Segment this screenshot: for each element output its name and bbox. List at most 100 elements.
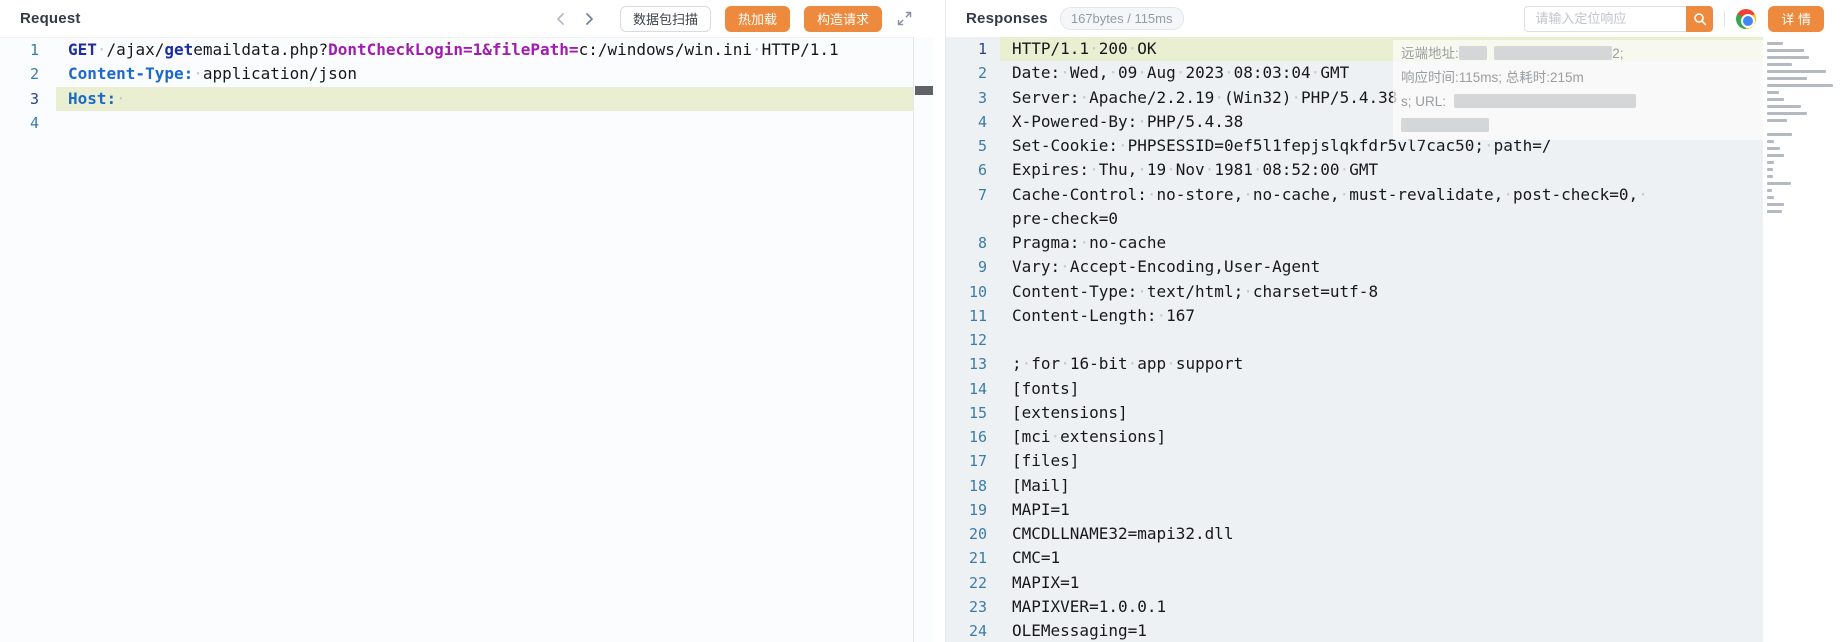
responses-panel: Responses 167bytes / 115ms 详 情 1HTTP/1.1…	[945, 0, 1844, 642]
code-line: 4 X-Powered-By:·PHP/5.4.38	[946, 110, 1844, 134]
next-request-button[interactable]	[578, 8, 600, 30]
panel-divider[interactable]	[933, 0, 945, 642]
minimap-line	[1767, 105, 1801, 108]
hot-reload-button[interactable]: 热加载	[724, 5, 790, 32]
remote-address-line: 远端地址: 2;	[1401, 46, 1624, 61]
minimap-line	[1767, 210, 1782, 213]
line-number: 6	[977, 161, 987, 180]
line-number: 4	[977, 112, 987, 131]
line-content: CMCDLLNAME32=mapi32.dll	[1012, 524, 1234, 543]
chevron-left-icon	[557, 12, 564, 25]
minimap-line	[1767, 196, 1774, 199]
open-in-browser-icon[interactable]	[1736, 8, 1757, 29]
prev-request-button[interactable]	[550, 8, 572, 30]
response-meta-overlay: 远端地址: 2; 响应时间:115ms; 总耗时:215m s; URL:	[1393, 40, 1763, 140]
line-number: 2	[29, 65, 39, 84]
minimap[interactable]	[1763, 37, 1844, 642]
code-line: 3 Host:·	[0, 86, 913, 111]
request-scrollbar-track[interactable]	[913, 37, 933, 642]
line-number: 16	[968, 428, 987, 446]
line-number: 2	[977, 64, 987, 83]
line-content: MAPI=1	[1012, 499, 1070, 519]
minimap-line	[1767, 77, 1807, 80]
line-content: OLEMessaging=1	[1012, 621, 1147, 640]
line-content: Expires:·Thu,·19·Nov·1981·08:52:00·GMT	[1012, 160, 1379, 180]
line-content: Set-Cookie:·PHPSESSID=0ef5l1fepjslqkfdr5…	[1012, 136, 1552, 155]
fullscreen-button[interactable]	[896, 10, 913, 27]
line-content: Content-Type:·text/html;·charset=utf-8	[1012, 281, 1379, 301]
line-number: 1	[29, 41, 39, 59]
minimap-line	[1767, 112, 1807, 115]
line-number: 13	[968, 355, 987, 374]
line-number: 23	[968, 597, 987, 616]
line-number: 12	[968, 331, 987, 349]
minimap-line	[1767, 154, 1784, 157]
line-number: 15	[968, 403, 987, 422]
url-line: s; URL:	[1401, 90, 1753, 114]
code-line: 4	[0, 111, 913, 135]
search-icon	[1694, 12, 1707, 25]
line-number: 24	[968, 622, 987, 640]
line-content: Content-Length:·167	[1012, 305, 1196, 325]
line-number	[946, 207, 1000, 231]
minimap-line	[1767, 98, 1784, 101]
response-search-input[interactable]	[1524, 5, 1687, 32]
minimap-line	[1767, 70, 1826, 73]
minimap-line	[1767, 63, 1792, 66]
detail-button[interactable]: 详 情	[1768, 5, 1824, 32]
line-content: ;·for·16-bit·app·support	[1012, 354, 1244, 374]
line-content	[56, 111, 913, 135]
line-content: X-Powered-By:·PHP/5.4.38	[1012, 111, 1244, 131]
timing-line: 响应时间:115ms; 总耗时:215m	[1401, 70, 1584, 85]
minimap-line	[1767, 161, 1774, 164]
line-content: Vary:·Accept-Encoding,User-Agent	[1012, 257, 1321, 277]
request-header: Request 数据包扫描 热加载 构造请求	[0, 0, 933, 37]
line-content: Pragma:·no-cache	[1012, 233, 1167, 252]
line-number: 17	[968, 452, 987, 471]
line-content: Server:·Apache/2.2.19·(Win32)·PHP/5.4.38	[1012, 87, 1398, 107]
minimap-line	[1767, 182, 1791, 185]
fullscreen-icon	[897, 11, 912, 26]
line-number: 21	[968, 549, 987, 568]
line-content: Date:·Wed,·09·Aug·2023·08:03:04·GMT	[1012, 63, 1350, 83]
minimap-line	[1767, 189, 1772, 192]
line-number: 3	[29, 89, 39, 108]
response-size-time-badge: 167bytes / 115ms	[1059, 7, 1184, 30]
responses-header: Responses 167bytes / 115ms 详 情	[946, 0, 1844, 37]
line-number: 22	[968, 573, 987, 592]
code-line: 24 OLEMessaging=1	[946, 619, 1844, 642]
minimap-line	[1767, 175, 1773, 178]
code-line: 16[mci·extensions]	[946, 425, 1844, 449]
line-content: Host:·	[56, 86, 913, 111]
minimap-line	[1767, 140, 1774, 143]
minimap-line	[1767, 49, 1804, 52]
code-line: 17[files]	[946, 449, 1844, 473]
line-content: [extensions]	[1012, 402, 1128, 422]
code-line: 12	[946, 328, 1844, 352]
line-number: 11	[968, 306, 987, 325]
packet-scan-button[interactable]: 数据包扫描	[619, 5, 711, 32]
build-request-button[interactable]: 构造请求	[803, 5, 882, 32]
line-content: [fonts]	[1012, 378, 1080, 398]
line-content: MAPIXVER=1.0.0.1	[1012, 596, 1167, 616]
header-divider	[1724, 10, 1726, 27]
responses-title: Responses	[966, 10, 1048, 27]
minimap-line	[1767, 91, 1779, 94]
request-scrollbar-thumb[interactable]	[915, 86, 933, 95]
minimap-line	[1767, 119, 1787, 122]
search-button[interactable]	[1686, 5, 1714, 32]
line-number: 20	[968, 525, 987, 543]
minimap-line	[1767, 84, 1833, 87]
